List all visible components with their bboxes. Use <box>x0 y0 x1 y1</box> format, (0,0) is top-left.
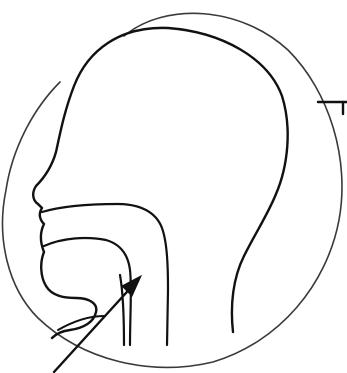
pointer-arrow <box>54 276 141 372</box>
head-profile-outline <box>33 28 287 338</box>
tongue-outline <box>44 238 131 345</box>
leader-line <box>318 102 347 114</box>
oral-cavity-roof <box>42 204 168 345</box>
enclosing-circle <box>3 13 342 367</box>
